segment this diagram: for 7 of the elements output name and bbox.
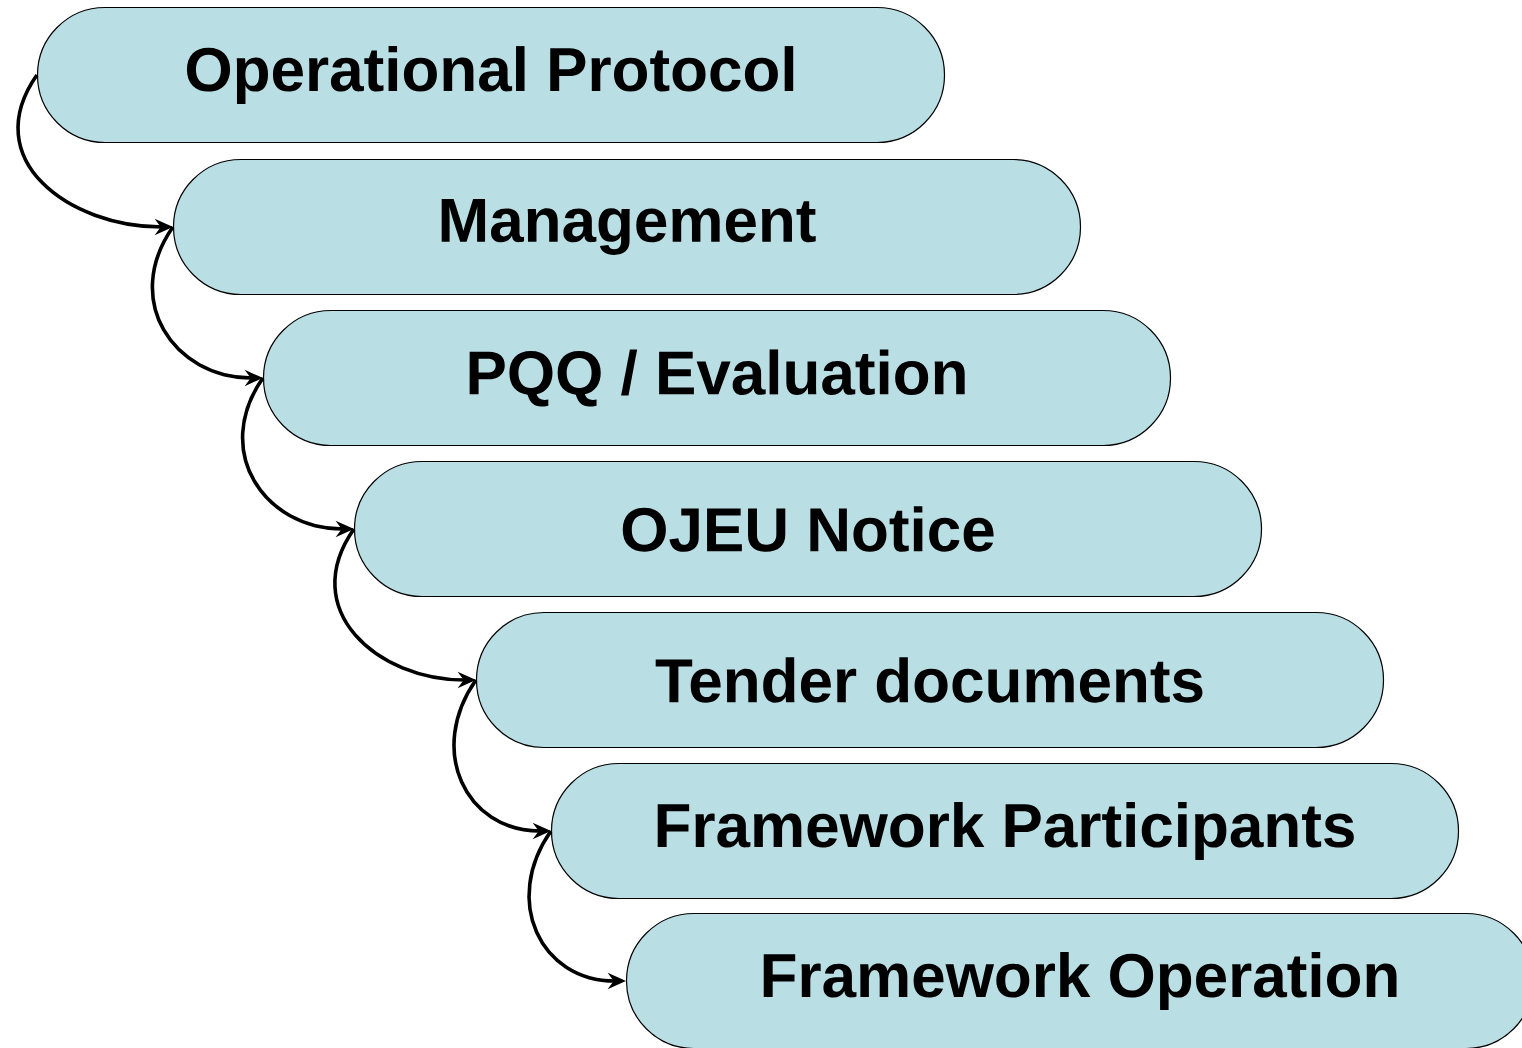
process-pill: Framework Operation: [625, 912, 1522, 1048]
process-pill: Management: [172, 158, 1082, 296]
process-pill: OJEU Notice: [353, 460, 1263, 598]
process-pill: Tender documents: [475, 611, 1385, 749]
process-pill: PQQ / Evaluation: [262, 309, 1172, 447]
process-pill: Framework Participants: [550, 762, 1460, 900]
process-pill: Operational Protocol: [36, 6, 946, 144]
